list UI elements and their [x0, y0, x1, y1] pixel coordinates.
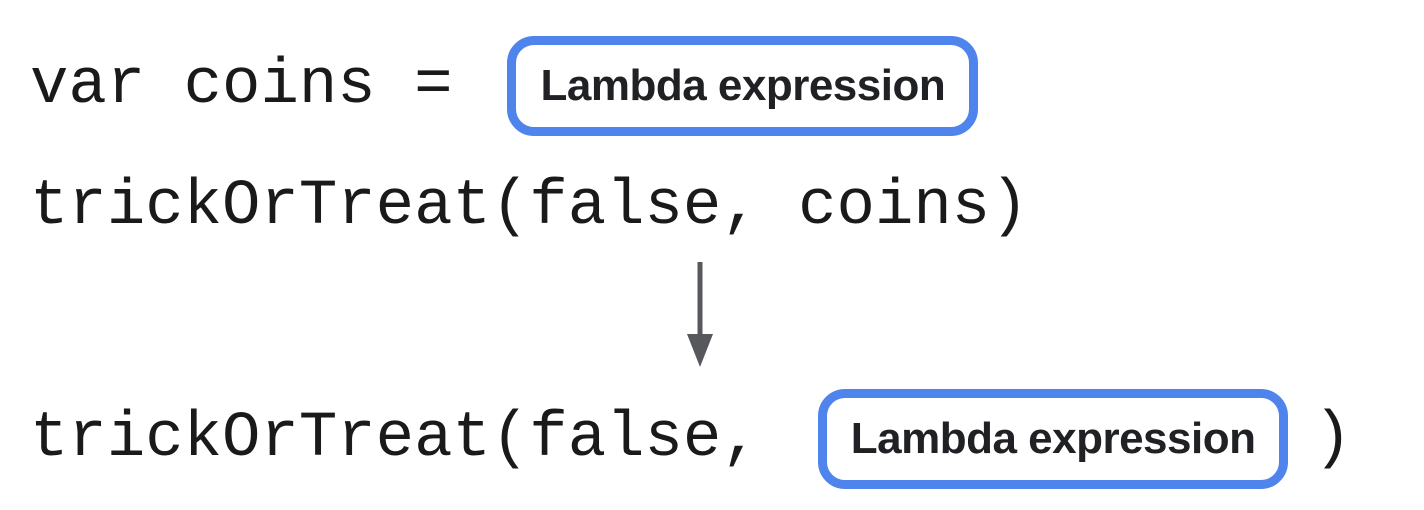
lambda-expression-box: Lambda expression — [817, 389, 1289, 489]
lambda-expression-box: Lambda expression — [507, 36, 979, 136]
code-line-1: var coins = Lambda expression — [30, 36, 979, 136]
lambda-expression-label: Lambda expression — [850, 414, 1256, 463]
code-line-3: trickOrTreat(false, Lambda expression ) — [30, 387, 1352, 491]
code-line-2: trickOrTreat(false, coins) — [30, 157, 1029, 257]
code-text-var-assignment: var coins = — [30, 50, 453, 122]
code-text-function-call: trickOrTreat(false, coins) — [30, 171, 1029, 243]
down-arrow-icon — [686, 262, 714, 368]
code-text-closing-paren: ) — [1313, 403, 1352, 475]
lambda-expression-label: Lambda expression — [540, 61, 946, 110]
code-text-call-before-box: trickOrTreat(false, — [30, 403, 760, 475]
